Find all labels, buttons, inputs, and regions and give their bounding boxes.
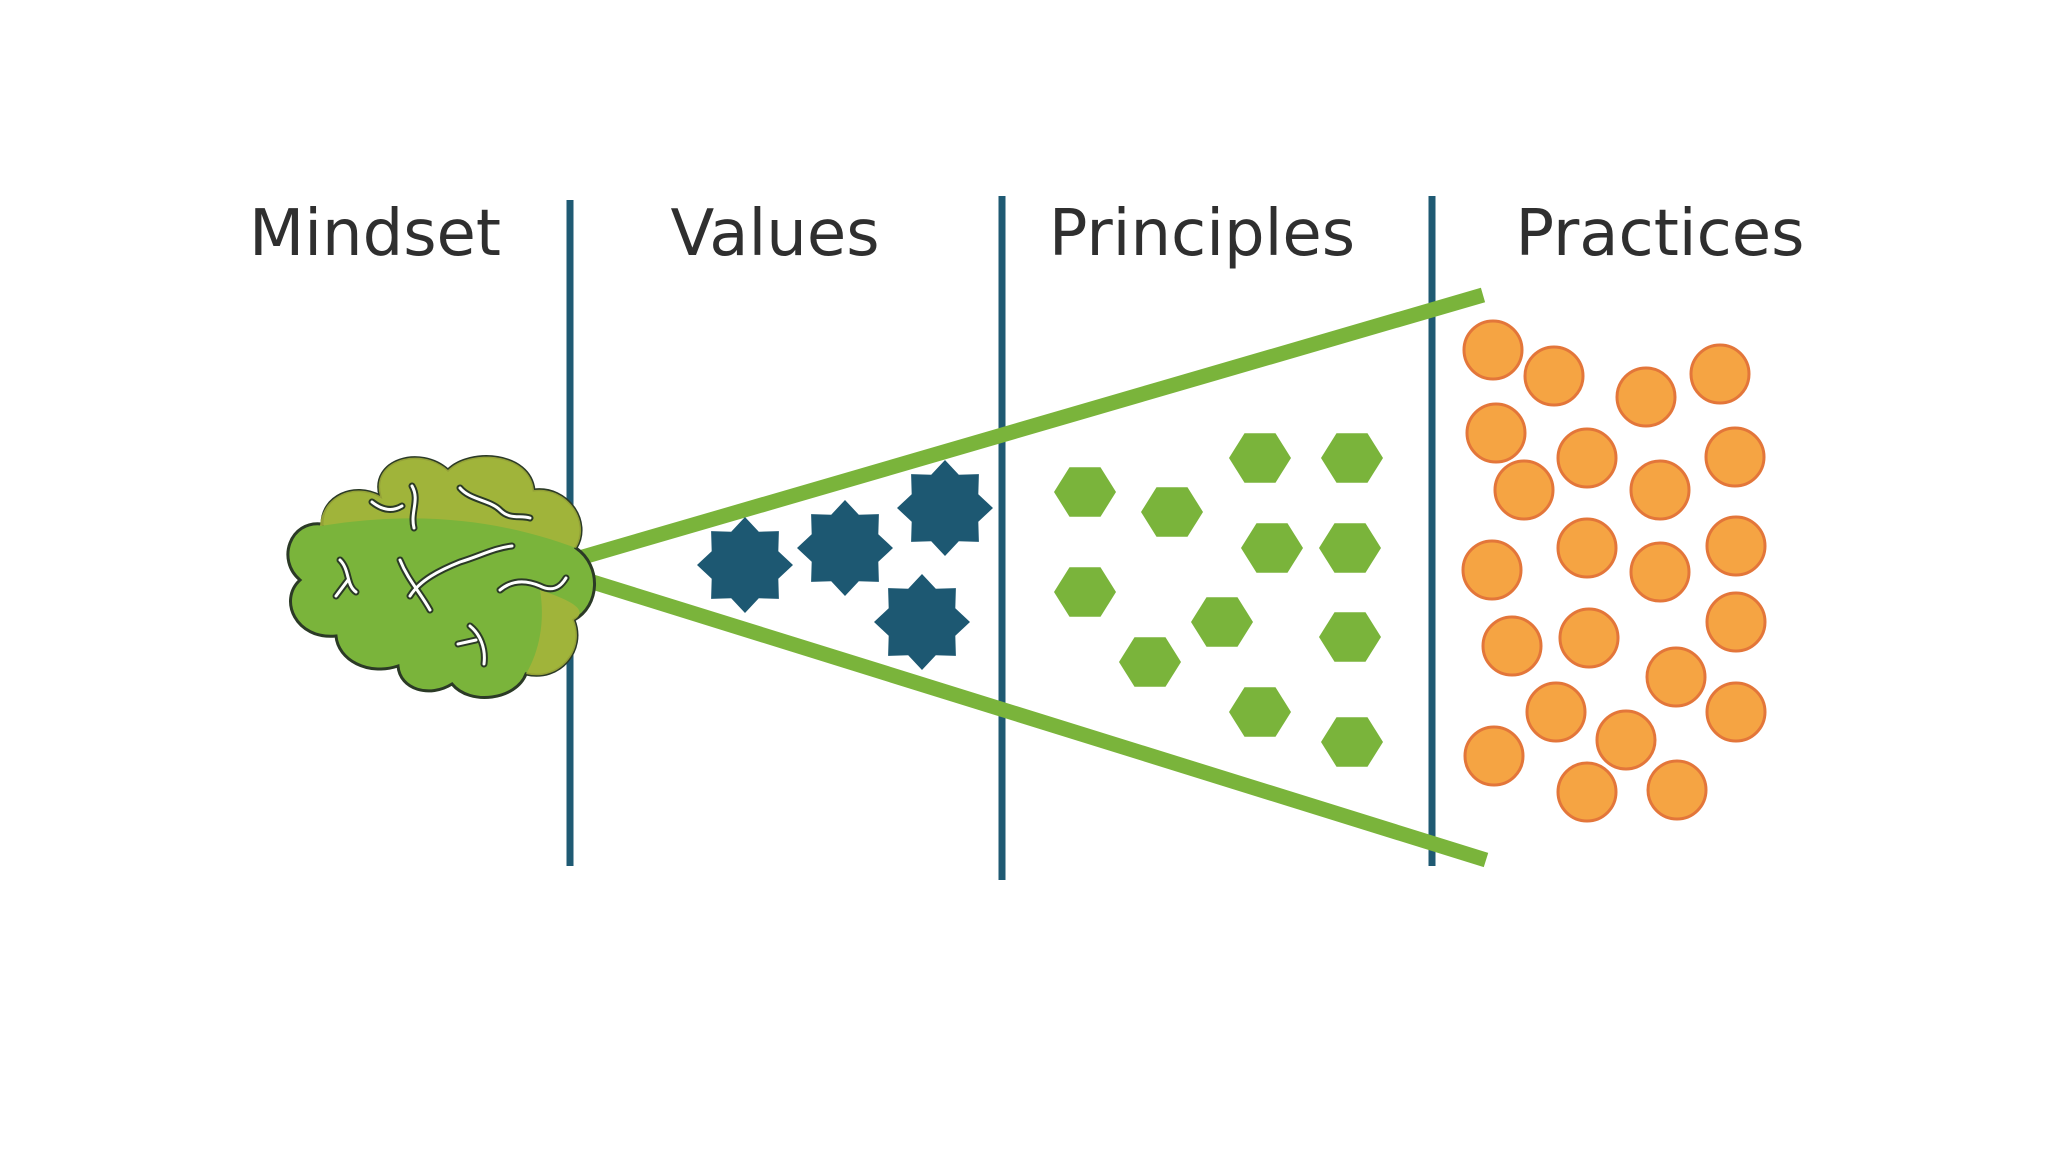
circle-dot-icon — [1556, 427, 1618, 489]
hexagon-icon — [1319, 612, 1381, 662]
circle-dot-icon — [1461, 539, 1523, 601]
star-badge-icon — [874, 574, 970, 670]
hexagon-icon — [1319, 523, 1381, 573]
hexagon-icon — [1141, 487, 1203, 537]
principles-hexagons-group — [1054, 433, 1383, 767]
circle-dot-icon — [1493, 459, 1555, 521]
circle-dot-icon — [1481, 615, 1543, 677]
hexagon-icon — [1229, 687, 1291, 737]
hexagon-icon — [1229, 433, 1291, 483]
stage-label-principles: Principles — [1049, 197, 1355, 271]
circle-dot-icon — [1705, 591, 1767, 653]
circle-dot-icon — [1523, 345, 1585, 407]
circle-dot-icon — [1705, 515, 1767, 577]
circle-dot-icon — [1629, 459, 1691, 521]
star-badge-icon — [697, 517, 793, 613]
stage-label-practices: Practices — [1516, 197, 1805, 271]
cone-upper-line — [580, 287, 1486, 565]
hexagon-icon — [1241, 523, 1303, 573]
hexagon-icon — [1191, 597, 1253, 647]
hexagon-icon — [1321, 433, 1383, 483]
circle-dot-icon — [1558, 607, 1620, 669]
circle-dot-icon — [1645, 646, 1707, 708]
cone-lower-line — [580, 571, 1489, 868]
stage-label-mindset: Mindset — [249, 197, 501, 271]
practices-circles-group — [1461, 319, 1767, 823]
hexagon-icon — [1119, 637, 1181, 687]
circle-dot-icon — [1704, 426, 1766, 488]
brain-icon — [286, 455, 596, 699]
hexagon-icon — [1054, 467, 1116, 517]
hexagon-icon — [1054, 567, 1116, 617]
circle-dot-icon — [1465, 402, 1527, 464]
circle-dot-icon — [1615, 366, 1677, 428]
circle-dot-icon — [1463, 725, 1525, 787]
values-stars-group — [697, 460, 993, 670]
circle-dot-icon — [1595, 709, 1657, 771]
hexagon-icon — [1321, 717, 1383, 767]
star-badge-icon — [897, 460, 993, 556]
star-badge-icon — [797, 500, 893, 596]
circle-dot-icon — [1689, 343, 1751, 405]
stage-label-values: Values — [670, 197, 879, 271]
circle-dot-icon — [1556, 517, 1618, 579]
circle-dot-icon — [1646, 759, 1708, 821]
circle-dot-icon — [1705, 681, 1767, 743]
circle-dot-icon — [1556, 761, 1618, 823]
circle-dot-icon — [1525, 681, 1587, 743]
circle-dot-icon — [1462, 319, 1524, 381]
circle-dot-icon — [1629, 541, 1691, 603]
